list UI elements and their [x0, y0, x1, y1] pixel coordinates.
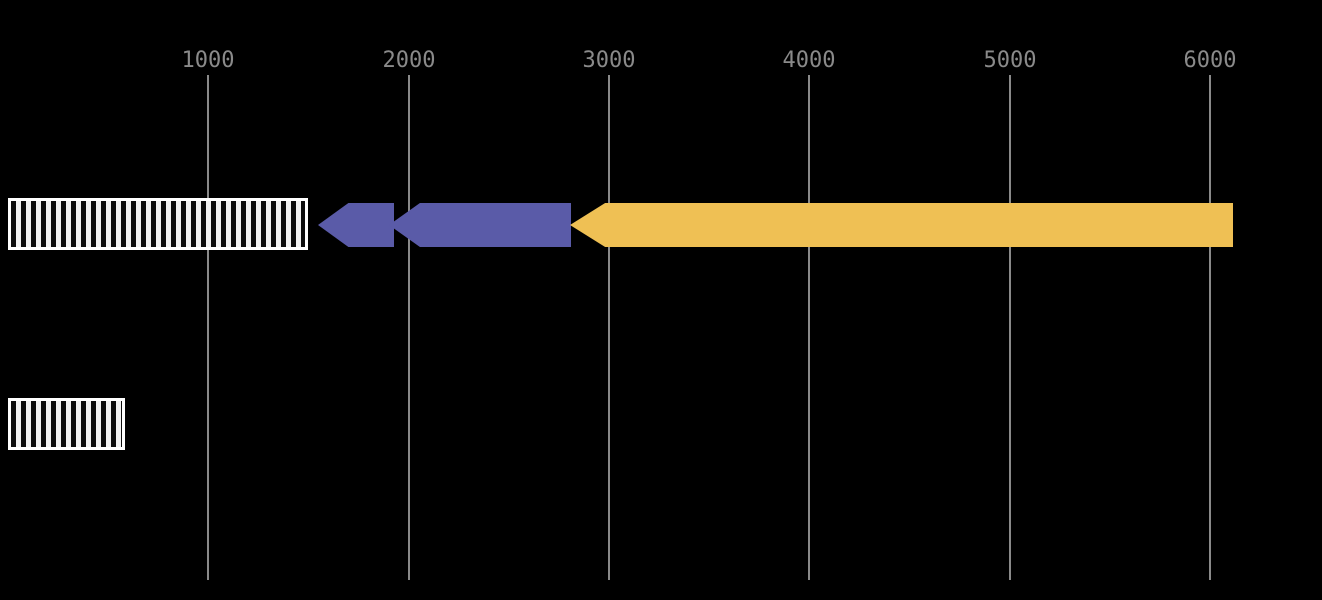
feature-purple-2[interactable] — [389, 203, 571, 247]
feature-hatched-1[interactable] — [8, 198, 308, 250]
tick-label-1000: 1000 — [181, 48, 235, 73]
gridline-2000 — [408, 75, 410, 580]
tick-label-4000: 4000 — [782, 48, 836, 73]
gridline-6000 — [1209, 75, 1211, 580]
gridline-4000 — [808, 75, 810, 580]
tick-label-3000: 3000 — [582, 48, 636, 73]
feature-yellow-1[interactable] — [570, 203, 1233, 247]
feature-hatched-2[interactable] — [8, 398, 125, 450]
tick-label-2000: 2000 — [382, 48, 436, 73]
gridline-5000 — [1009, 75, 1011, 580]
tick-label-5000: 5000 — [983, 48, 1037, 73]
tick-label-6000: 6000 — [1183, 48, 1237, 73]
gridline-1000 — [207, 75, 209, 580]
gridline-3000 — [608, 75, 610, 580]
